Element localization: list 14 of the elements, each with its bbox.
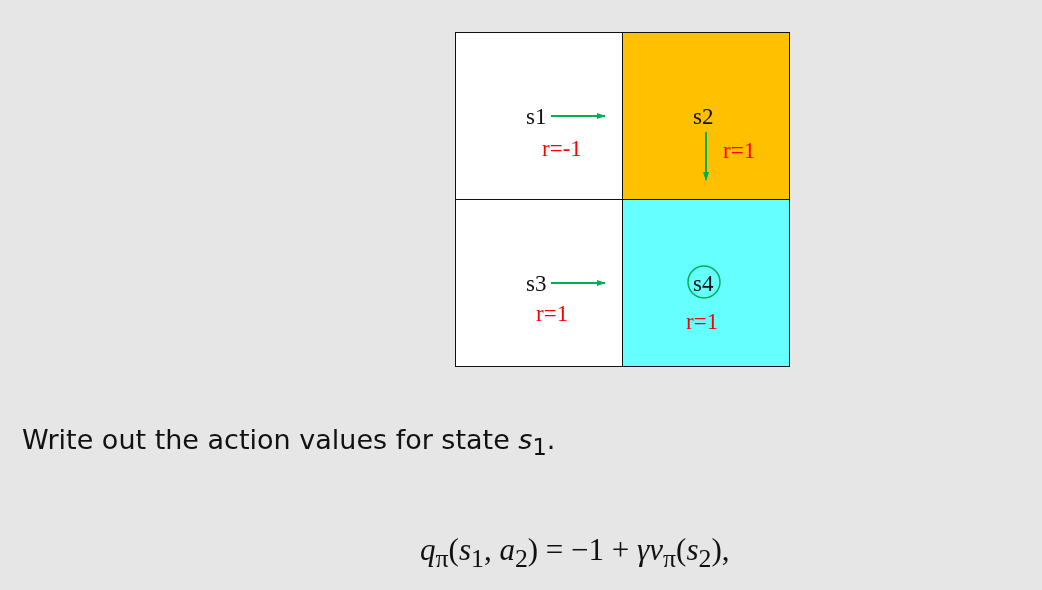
state-label: s2 — [693, 105, 714, 128]
reward-label: r=-1 — [542, 137, 582, 160]
grid-cell — [455, 32, 623, 200]
equation: q$_{π}$(s$_{1}$, a$_{2}$) = −1 + γv$_{π}$(s$_{2}$), — [420, 532, 730, 575]
reward-label: r=1 — [536, 302, 569, 325]
grid-cell — [455, 199, 623, 367]
state-label: s1 — [526, 105, 547, 128]
reward-label: r=1 — [723, 139, 756, 162]
state-label: s3 — [526, 272, 547, 295]
reward-label: r=1 — [686, 310, 719, 333]
state-label: s4 — [693, 272, 714, 295]
grid-cell — [622, 199, 790, 367]
grid-cell — [622, 32, 790, 200]
question-text: Write out the action values for state s$_{1}$. — [22, 424, 556, 461]
